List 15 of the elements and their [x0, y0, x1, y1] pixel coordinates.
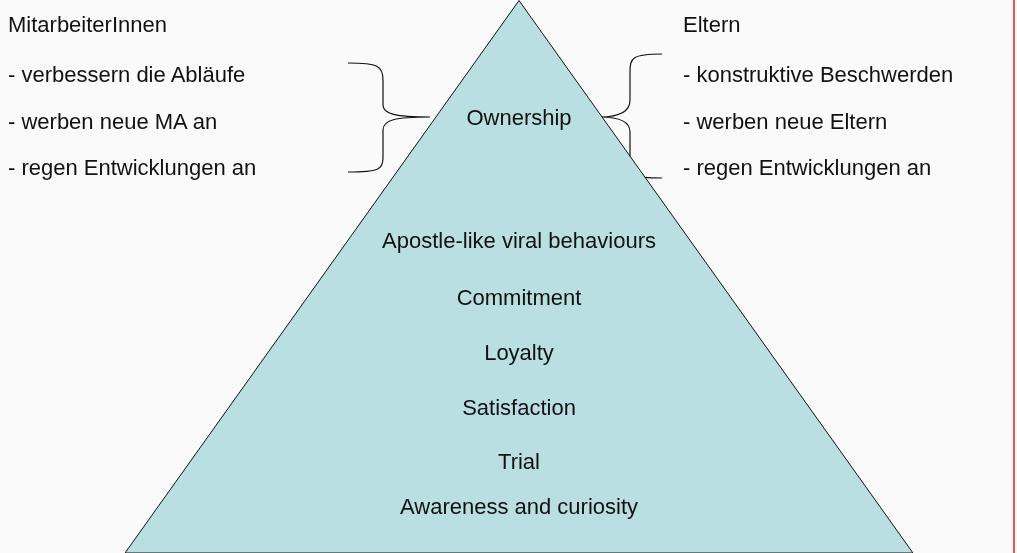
list-item: - verbessern die Abläufe: [8, 62, 246, 88]
level-label: Ownership: [466, 105, 572, 131]
list-item: - werben neue MA an: [8, 109, 218, 135]
list-item: - regen Entwicklungen an: [683, 155, 932, 181]
list-item: - werben neue Eltern: [683, 109, 888, 135]
level-label: Apostle-like viral behaviours: [382, 228, 656, 254]
level-label: Awareness and curiosity: [400, 494, 638, 520]
group-heading: Eltern: [683, 12, 741, 38]
level-label: Loyalty: [484, 340, 554, 366]
list-item: - regen Entwicklungen an: [8, 155, 257, 181]
level-label: Commitment: [456, 285, 582, 311]
level-label: Trial: [498, 449, 540, 475]
group-heading: MitarbeiterInnen: [8, 12, 167, 38]
level-label: Satisfaction: [462, 395, 576, 421]
list-item: - konstruktive Beschwerden: [683, 62, 954, 88]
